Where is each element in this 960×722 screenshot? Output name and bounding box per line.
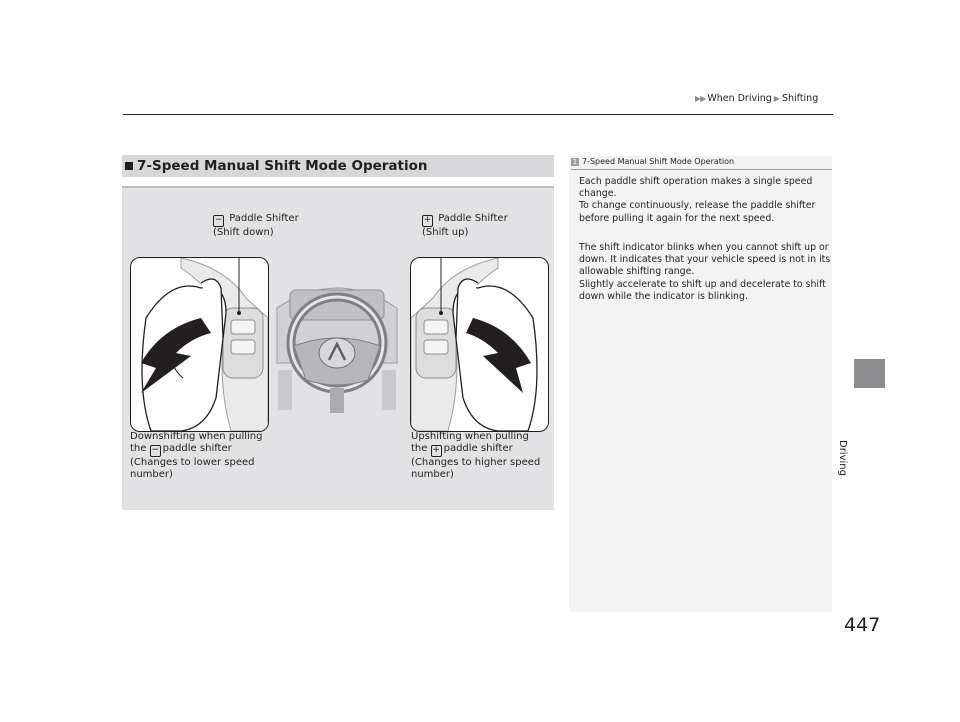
note-reference-icon: 1 <box>571 157 579 166</box>
dashboard-steering-wheel-illustration <box>276 287 398 413</box>
note-line: To change continuously, release the padd… <box>579 200 816 212</box>
left-hand-paddle-graphic <box>141 258 268 431</box>
note-header: 1 7-Speed Manual Shift Mode Operation <box>571 157 734 166</box>
shift-up-callout-line1: Paddle Shifter <box>438 213 508 224</box>
plus-key-icon: + <box>422 215 433 227</box>
shift-down-callout-line2: (Shift down) <box>213 227 274 238</box>
note-line: The shift indicator blinks when you cann… <box>579 242 829 253</box>
upshift-caption: Upshifting when pulling the +paddle shif… <box>411 431 540 481</box>
note-line: down while the indicator is blinking. <box>579 290 748 302</box>
upshift-caption-paddle: paddle shifter <box>443 443 513 454</box>
right-paddle-illustration <box>410 257 549 432</box>
downshift-caption-line4: number) <box>130 469 173 480</box>
header-divider <box>123 114 833 115</box>
section-header: 7-Speed Manual Shift Mode Operation <box>122 155 554 177</box>
downshift-caption-the: the <box>130 443 147 454</box>
minus-key-icon: − <box>213 215 224 227</box>
breadcrumb: ▶▶ When Driving ▶ Shifting <box>695 93 818 104</box>
downshift-caption-paddle: paddle shifter <box>162 443 232 454</box>
note-paragraph-2: The shift indicator blinks when you cann… <box>579 242 831 303</box>
plus-key-icon: + <box>430 445 442 457</box>
downshift-caption: Downshifting when pulling the −paddle sh… <box>130 431 262 481</box>
section-bullet-icon <box>125 162 133 170</box>
shift-up-callout: + Paddle Shifter (Shift up) <box>422 213 508 239</box>
breadcrumb-item-when-driving[interactable]: When Driving <box>707 93 772 104</box>
shift-up-callout-line2: (Shift up) <box>422 227 469 238</box>
shift-down-callout: − Paddle Shifter (Shift down) <box>213 213 299 239</box>
chapter-tab-label: Driving <box>837 440 848 476</box>
section-divider <box>122 186 554 188</box>
note-paragraph-1: Each paddle shift operation makes a sing… <box>579 176 829 225</box>
downshift-caption-line1: Downshifting when pulling <box>130 431 263 442</box>
note-line: Each paddle shift operation makes a sing… <box>579 176 813 187</box>
section-title: 7-Speed Manual Shift Mode Operation <box>137 158 428 174</box>
minus-key-icon: − <box>149 445 161 457</box>
chapter-tab-marker <box>854 359 885 388</box>
breadcrumb-separator-icon: ▶ <box>773 94 780 103</box>
figure-panel: − Paddle Shifter (Shift down) + Paddle S… <box>122 188 554 510</box>
right-hand-paddle-graphic <box>411 258 538 431</box>
upshift-caption-line3: (Changes to higher speed <box>411 457 541 468</box>
breadcrumb-arrow-icon: ▶▶ <box>695 94 706 103</box>
note-panel <box>569 156 832 612</box>
upshift-caption-line4: number) <box>411 469 454 480</box>
note-line: allowable shifting range. <box>579 266 695 278</box>
upshift-caption-the: the <box>411 443 428 454</box>
breadcrumb-item-shifting[interactable]: Shifting <box>781 93 819 104</box>
note-title: 7-Speed Manual Shift Mode Operation <box>582 157 735 166</box>
note-line: before pulling it again for the next spe… <box>579 212 775 224</box>
note-line: change. <box>579 188 617 200</box>
downshift-caption-line3: (Changes to lower speed <box>130 457 255 468</box>
note-line: Slightly accelerate to shift up and dece… <box>579 278 826 290</box>
page-number: 447 <box>844 614 881 636</box>
left-paddle-illustration <box>130 257 269 432</box>
note-divider <box>571 169 832 170</box>
upshift-caption-line1: Upshifting when pulling <box>411 431 529 442</box>
shift-down-callout-line1: Paddle Shifter <box>229 213 299 224</box>
note-line: down. It indicates that your vehicle spe… <box>579 254 831 266</box>
